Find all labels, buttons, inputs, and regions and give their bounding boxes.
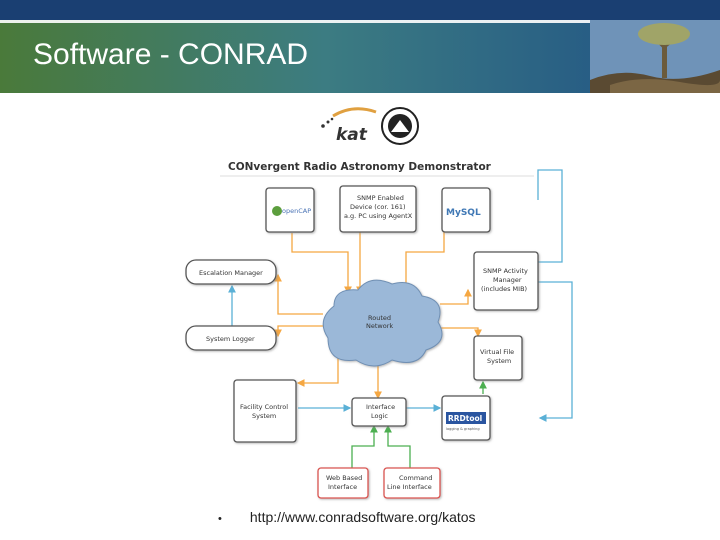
command-line-label-2: Line Interface (387, 483, 432, 491)
vfs-label-1: Virtual File (480, 348, 514, 356)
green-links (351, 380, 487, 468)
rrdtool-node: RRDtool logging & graphing (441, 395, 491, 441)
snmp-device-label-1: SNMP Enabled (357, 194, 404, 202)
snmp-device-label-3: a.g. PC using AgentX (344, 212, 413, 220)
facility-control-label-2: System (252, 412, 276, 420)
facility-control-label-1: Facility Control (240, 403, 288, 411)
link-bullet-row: • http://www.conradsoftware.org/katos (218, 509, 476, 525)
orange-links (274, 232, 482, 400)
snmp-device-node: SNMP Enabled Device (cor. 161) a.g. PC u… (339, 185, 417, 233)
mysql-node: MySQL (441, 187, 491, 233)
blue-links (228, 169, 573, 422)
interface-logic-node: Interface Logic (351, 397, 407, 427)
snmp-manager-label-2: Manager (493, 276, 522, 284)
vfs-label-2: System (487, 357, 511, 365)
system-logger-node: System Logger (185, 325, 277, 351)
virtual-file-system-node: Virtual File System (473, 335, 523, 381)
interface-logic-label-1: Interface (366, 403, 395, 411)
rrdtool-sub-label: logging & graphing (446, 427, 480, 431)
header-divider (0, 20, 720, 23)
snmp-manager-label-3: (includes MIB) (481, 285, 527, 293)
routed-network-label-2: Network (366, 322, 393, 330)
facility-control-node: Facility Control System (233, 379, 297, 443)
conrad-architecture-diagram: kat CONvergent Radio Astronomy Demonstra… (185, 107, 573, 499)
interface-logic-label-2: Logic (371, 412, 388, 420)
kat-logo: kat (321, 107, 377, 145)
slide-header: Software - CONRAD (0, 0, 720, 93)
web-interface-label-1: Web Based (326, 474, 362, 482)
snmp-manager-label-1: SNMP Activity (483, 267, 528, 275)
seal-logo (381, 107, 419, 145)
web-interface-node: Web Based Interface (317, 467, 369, 499)
escalation-manager-node: Escalation Manager (185, 259, 277, 285)
banner-text: CONvergent Radio Astronomy Demonstrator (228, 161, 492, 173)
command-line-node: Command Line Interface (383, 467, 441, 499)
rrdtool-label: RRDtool (448, 414, 482, 423)
routed-network-cloud: Routed Network (322, 279, 443, 367)
snmp-device-label-2: Device (cor. 161) (350, 203, 406, 211)
routed-network-label-1: Routed (368, 314, 391, 322)
snmp-manager-node: SNMP Activity Manager (includes MIB) (473, 251, 539, 311)
slide-title: Software - CONRAD (33, 38, 309, 71)
web-interface-label-2: Interface (328, 483, 357, 491)
opencap-label: openCAP (282, 207, 311, 215)
conrad-link[interactable]: http://www.conradsoftware.org/katos (249, 509, 476, 525)
quiver-tree-image (590, 20, 720, 93)
system-logger-label: System Logger (206, 335, 255, 343)
bullet-point: • (218, 513, 222, 525)
opencap-node: openCAP (265, 187, 315, 233)
escalation-manager-label: Escalation Manager (199, 269, 263, 277)
command-line-label-1: Command (399, 474, 432, 482)
mysql-label: MySQL (446, 208, 481, 218)
kat-logo-text: kat (336, 125, 368, 145)
header-top-band (0, 0, 720, 20)
